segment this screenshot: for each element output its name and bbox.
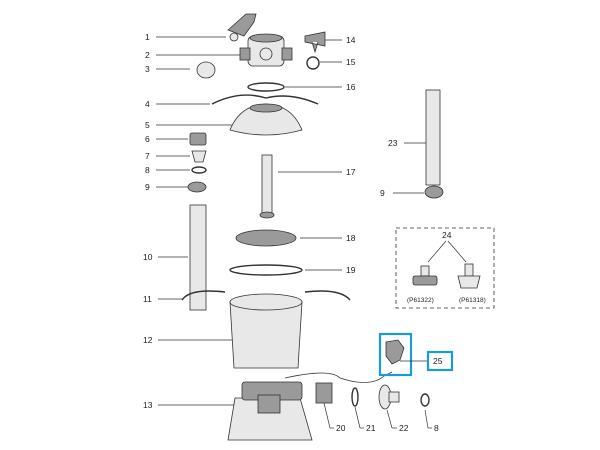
gfci-plug (385, 339, 405, 365)
options-box: 24 (P61322) (P61318) (395, 227, 495, 309)
clamp (211, 94, 319, 105)
part-8 (191, 166, 207, 174)
callout-10: 10 (143, 252, 153, 262)
o-ring-8 (420, 393, 430, 407)
callout-22: 22 (399, 423, 409, 433)
option-a-label: (P61322) (407, 297, 434, 304)
callout-18: 18 (346, 233, 356, 243)
callout-8-bottom: 8 (434, 423, 439, 433)
option-b-part (464, 263, 474, 277)
option-a-part (420, 265, 430, 277)
pressure-gauge (304, 31, 326, 54)
center-pipe (261, 154, 273, 216)
callout-6: 6 (145, 134, 150, 144)
callout-2: 2 (145, 50, 150, 60)
drain-plug (196, 61, 216, 79)
part-6 (189, 132, 207, 146)
callout-8: 8 (145, 165, 150, 175)
tank-lid (229, 103, 303, 136)
lateral-assembly (235, 229, 297, 247)
filter-tank (229, 301, 303, 369)
valve-handle (227, 13, 257, 37)
option-b-label: (P61318) (459, 297, 486, 304)
callout-7: 7 (145, 151, 150, 161)
callout-16: 16 (346, 82, 356, 92)
callout-1: 1 (145, 32, 150, 42)
callout-9-right: 9 (380, 188, 385, 198)
o-ring (306, 56, 320, 70)
highlighted-part-25: 25 (378, 332, 454, 377)
callout-23: 23 (388, 138, 398, 148)
left-callouts: 1 2 3 4 5 6 7 8 9 10 11 12 13 (143, 32, 240, 410)
parts (181, 13, 444, 441)
tank-clamp (181, 290, 351, 301)
callout-20: 20 (336, 423, 346, 433)
callout-4: 4 (145, 99, 150, 109)
hose-23 (425, 89, 441, 186)
hose-clamp (187, 181, 207, 193)
callout-5: 5 (145, 120, 150, 130)
callout-14: 14 (346, 35, 356, 45)
callout-3: 3 (145, 64, 150, 74)
power-cord (284, 371, 393, 383)
strainer (315, 382, 333, 404)
callout-15: 15 (346, 57, 356, 67)
hose-clamp-right (424, 185, 444, 199)
tank-o-ring (229, 264, 303, 276)
callout-24: 24 (442, 230, 452, 240)
o-ring-21 (351, 387, 359, 407)
right-callouts: 14 15 16 17 18 19 (278, 35, 356, 275)
valve-o-ring (247, 82, 285, 92)
callout-9: 9 (145, 182, 150, 192)
callout-21: 21 (366, 423, 376, 433)
callout-11: 11 (143, 294, 152, 304)
cap (229, 32, 239, 42)
part-7 (191, 150, 207, 163)
callout-25: 25 (433, 356, 443, 366)
callout-13: 13 (143, 400, 153, 410)
hose-10 (189, 204, 207, 311)
callout-12: 12 (143, 335, 153, 345)
callout-19: 19 (346, 265, 356, 275)
callout-17: 17 (346, 167, 356, 177)
